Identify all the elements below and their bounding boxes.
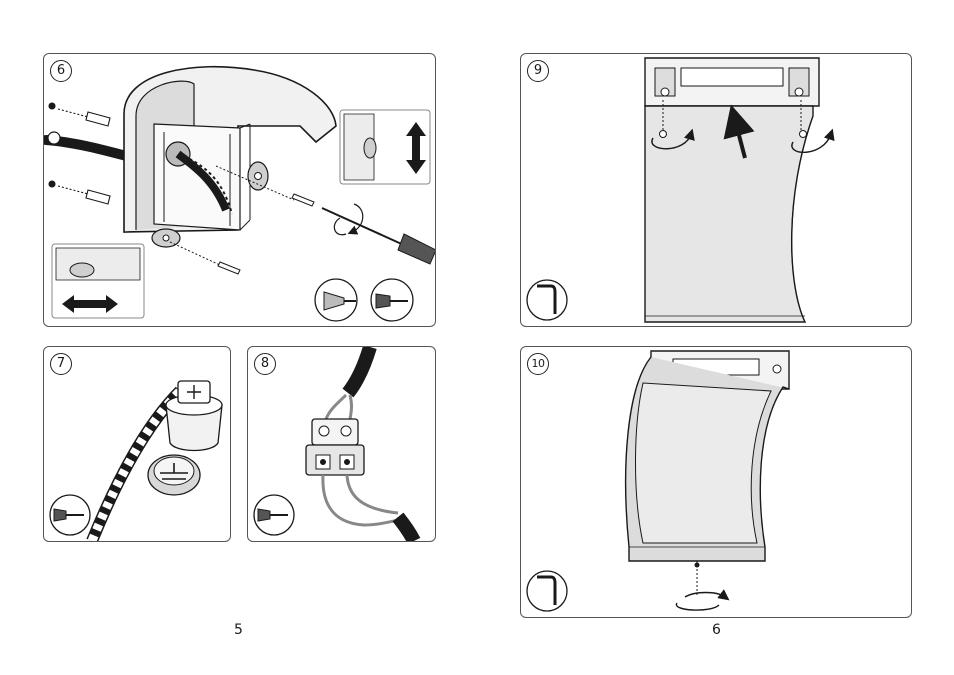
step-number-9: 9: [527, 60, 549, 82]
step-8-panel: 8: [247, 346, 436, 542]
cover-locking-illustration: [521, 347, 911, 617]
step-9-panel: 9: [520, 53, 912, 327]
terminal-block-illustration: [248, 347, 435, 541]
flat-screwdriver-icon: [371, 279, 413, 321]
phillips-screwdriver-icon: [50, 495, 90, 535]
page-number-right: 6: [712, 622, 721, 638]
step-7-panel: 7: [43, 346, 231, 542]
allen-key-icon: [527, 280, 567, 320]
step-10-panel: 10: [520, 346, 912, 618]
step-number-10: 10: [527, 353, 549, 375]
cable-gland-illustration: [44, 347, 230, 541]
step-number-6: 6: [50, 60, 72, 82]
allen-key-icon: [527, 571, 567, 611]
page-number-left: 5: [234, 622, 243, 638]
step-6-panel: 6: [43, 53, 436, 327]
wall-mount-illustration: [44, 54, 435, 326]
step-number-7: 7: [50, 353, 72, 375]
flat-screwdriver-icon: [254, 495, 294, 535]
cover-fitting-illustration: [521, 54, 911, 326]
phillips-screwdriver-icon: [315, 279, 357, 321]
step-number-8: 8: [254, 353, 276, 375]
